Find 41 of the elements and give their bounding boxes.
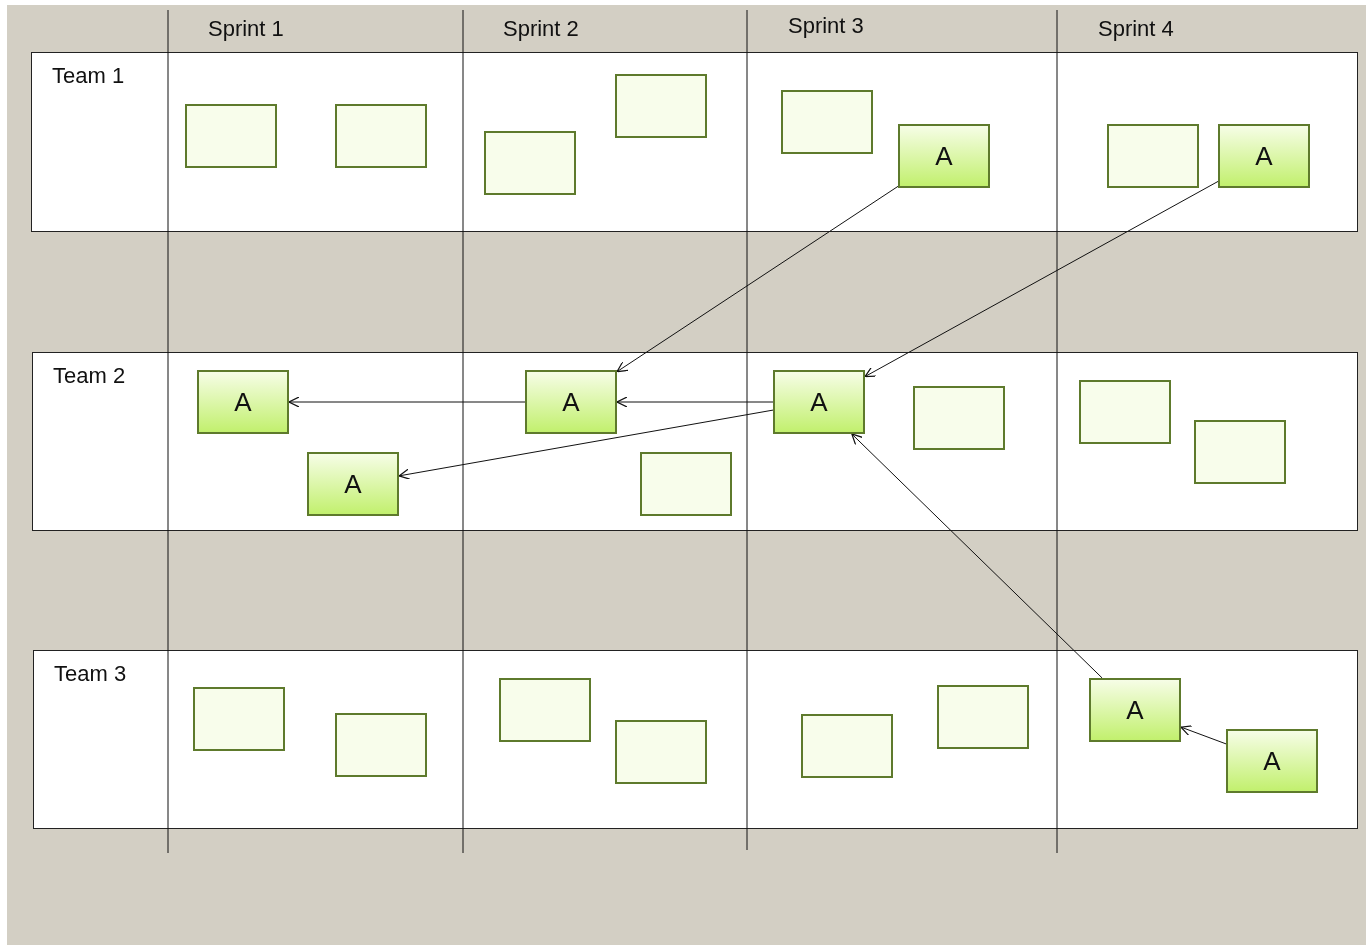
- empty-card: [937, 685, 1029, 749]
- empty-card: [1194, 420, 1286, 484]
- empty-card: [193, 687, 285, 751]
- empty-card: [1079, 380, 1171, 444]
- task-card: A: [1218, 124, 1310, 188]
- empty-card: [913, 386, 1005, 450]
- dependency-arrow: [398, 409, 774, 480]
- empty-card: [335, 104, 427, 168]
- empty-card: [499, 678, 591, 742]
- dependency-arrow: [616, 185, 899, 373]
- team-label: Team 1: [52, 63, 125, 89]
- empty-card: [484, 131, 576, 195]
- dependency-arrow: [288, 396, 526, 408]
- dependency-arrow: [851, 433, 1103, 679]
- task-card: A: [1226, 729, 1318, 793]
- empty-card: [640, 452, 732, 516]
- sprint-header: Sprint 2: [503, 16, 579, 42]
- dependency-arrow: [1180, 725, 1227, 745]
- empty-card: [1107, 124, 1199, 188]
- dependency-arrow: [616, 396, 774, 408]
- task-card: A: [307, 452, 399, 516]
- sprint-header: Sprint 3: [788, 13, 864, 39]
- empty-card: [185, 104, 277, 168]
- task-card: A: [525, 370, 617, 434]
- team-label: Team 3: [54, 661, 127, 687]
- empty-card: [615, 720, 707, 784]
- task-card: A: [898, 124, 990, 188]
- sprint-header: Sprint 1: [208, 16, 284, 42]
- empty-card: [781, 90, 873, 154]
- team-swimlane: [32, 352, 1358, 531]
- empty-card: [335, 713, 427, 777]
- empty-card: [615, 74, 707, 138]
- empty-card: [801, 714, 893, 778]
- task-card: A: [773, 370, 865, 434]
- team-swimlane: [33, 650, 1358, 829]
- team-label: Team 2: [53, 363, 126, 389]
- task-card: A: [1089, 678, 1181, 742]
- sprint-header: Sprint 4: [1098, 16, 1174, 42]
- task-card: A: [197, 370, 289, 434]
- team-swimlane: [31, 52, 1358, 232]
- dependency-arrow: [864, 180, 1219, 378]
